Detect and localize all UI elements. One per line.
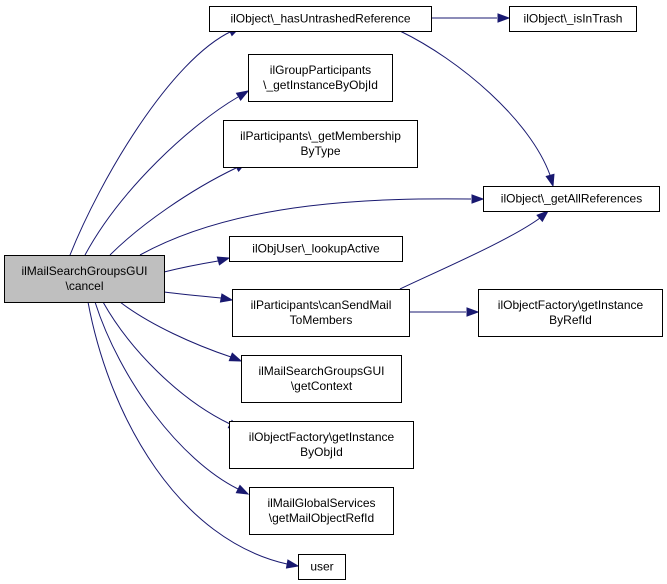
edges-layer <box>69 13 555 569</box>
edge-cancel-to-grpInstance <box>84 90 250 256</box>
node-label-line: ByType <box>300 144 340 158</box>
node-label-line: ilObject\_isInTrash <box>524 12 623 26</box>
edge-cancel-to-user <box>87 301 300 569</box>
edge-line <box>69 30 233 256</box>
edge-arrowhead <box>466 307 480 317</box>
node-box <box>249 487 394 535</box>
node-label-line: ilParticipants\canSendMail <box>251 298 392 312</box>
node-label-line: ilMailSearchGroupsGUI <box>21 264 147 278</box>
node-box <box>223 120 418 168</box>
node-label-line: ilGroupParticipants <box>270 63 371 77</box>
node-mailObjRef[interactable]: ilMailGlobalServices\getMailObjectRefId <box>249 487 394 535</box>
edge-arrowhead <box>285 559 300 569</box>
node-label-line: \cancel <box>65 279 103 293</box>
node-box <box>248 54 393 102</box>
edge-cancel-to-allRefs <box>139 194 485 256</box>
edge-line <box>163 291 222 299</box>
edge-canSendMail-to-byRefId <box>409 307 480 317</box>
edge-hasUntrashed-to-allRefs <box>399 30 555 188</box>
edge-cancel-to-getContext <box>119 301 243 362</box>
node-box <box>4 255 165 303</box>
edge-line <box>84 96 239 256</box>
node-label-line: ilMailSearchGroupsGUI <box>258 364 384 378</box>
node-label-line: ilObjUser\_lookupActive <box>252 242 380 256</box>
edge-cancel-to-mailObjRef <box>94 301 250 495</box>
edge-arrowhead <box>235 484 250 495</box>
node-box <box>483 186 660 212</box>
edge-line <box>163 260 219 273</box>
edge-line <box>139 198 472 256</box>
node-box <box>298 554 346 580</box>
node-allRefs[interactable]: ilObject\_getAllReferences <box>483 186 660 212</box>
edge-line <box>399 217 541 290</box>
node-isInTrash[interactable]: ilObject\_isInTrash <box>509 6 637 32</box>
nodes-layer: ilMailSearchGroupsGUI\cancelilObject\_ha… <box>4 6 663 580</box>
edge-line <box>119 301 232 358</box>
edge-hasUntrashed-to-isInTrash <box>431 13 511 23</box>
node-label-line: ilParticipants\_getMembership <box>240 129 401 143</box>
edge-arrowhead <box>235 90 250 101</box>
node-label-line: user <box>310 560 333 574</box>
node-label-line: \_getInstanceByObjId <box>263 78 378 92</box>
node-box <box>478 289 663 337</box>
edge-line <box>109 167 237 256</box>
node-cancel[interactable]: ilMailSearchGroupsGUI\cancel <box>4 255 165 303</box>
node-label-line: \getContext <box>291 379 353 393</box>
node-label-line: ilObject\_hasUntrashedReference <box>230 12 410 26</box>
node-box <box>229 236 403 262</box>
node-box <box>209 6 432 32</box>
node-label-line: \getMailObjectRefId <box>269 511 374 525</box>
node-label-line: ByRefId <box>549 313 592 327</box>
edge-cancel-to-byObjId <box>102 301 242 430</box>
edge-canSendMail-to-allRefs <box>399 210 550 290</box>
node-box <box>229 421 414 469</box>
edge-arrowhead <box>228 352 243 362</box>
node-box <box>241 355 402 403</box>
edge-cancel-to-membership <box>109 161 248 256</box>
edge-arrowhead <box>536 210 550 223</box>
edge-arrowhead <box>545 173 555 188</box>
node-box <box>509 6 637 32</box>
node-grpInstance[interactable]: ilGroupParticipants\_getInstanceByObjId <box>248 54 393 102</box>
edge-arrowhead <box>471 194 485 204</box>
node-lookupActive[interactable]: ilObjUser\_lookupActive <box>229 236 403 262</box>
node-label-line: ilObjectFactory\getInstance <box>498 298 644 312</box>
node-byObjId[interactable]: ilObjectFactory\getInstanceByObjId <box>229 421 414 469</box>
node-label-line: ToMembers <box>290 313 353 327</box>
node-hasUntrashed[interactable]: ilObject\_hasUntrashedReference <box>209 6 432 32</box>
edge-line <box>102 301 231 425</box>
node-label-line: ilObjectFactory\getInstance <box>249 430 395 444</box>
edge-arrowhead <box>497 13 511 23</box>
edge-cancel-to-hasUntrashed <box>69 26 242 256</box>
edge-arrowhead <box>219 293 234 303</box>
node-label-line: ilMailGlobalServices <box>267 496 375 510</box>
node-user[interactable]: user <box>298 554 346 580</box>
edge-cancel-to-lookupActive <box>163 256 231 273</box>
edge-line <box>87 301 288 565</box>
edge-line <box>94 301 239 490</box>
node-label-line: ilObject\_getAllReferences <box>501 192 642 206</box>
edge-arrowhead <box>216 256 231 266</box>
node-box <box>232 289 410 337</box>
node-label-line: ByObjId <box>300 445 343 459</box>
node-getContext[interactable]: ilMailSearchGroupsGUI\getContext <box>241 355 402 403</box>
edge-line <box>399 30 551 176</box>
edge-cancel-to-canSendMail <box>163 291 234 303</box>
